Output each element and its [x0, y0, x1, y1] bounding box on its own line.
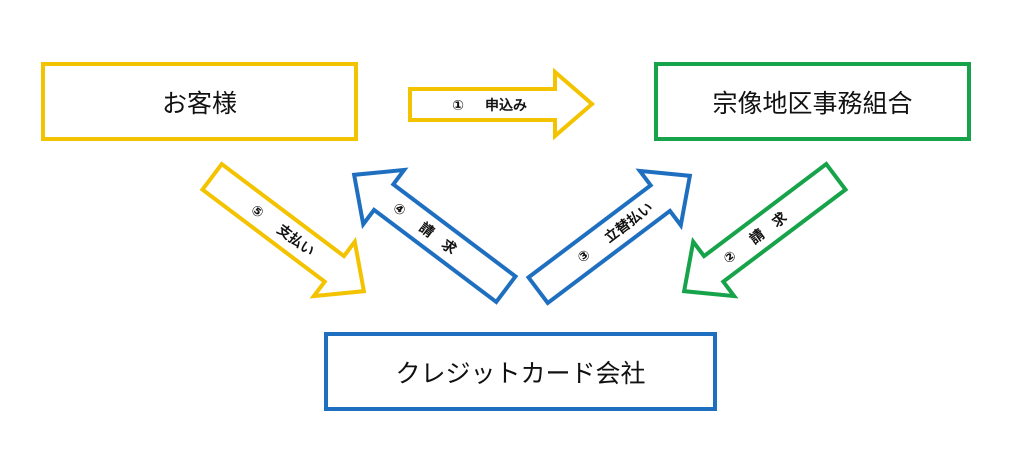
- customer-box: お客様: [41, 62, 358, 141]
- step-1-label: 申込み: [485, 97, 527, 114]
- customer-label: お客様: [161, 88, 237, 118]
- arrow-step-2: ② 請 求: [681, 161, 849, 299]
- union-box: 宗像地区事務組合: [654, 62, 971, 141]
- arrow-step-3: ③ 立替払い: [525, 168, 693, 306]
- arrow-step-1: ① 申込み: [408, 67, 596, 141]
- union-label: 宗像地区事務組合: [712, 88, 913, 118]
- card-company-label: クレジットカード会社: [395, 358, 646, 388]
- card-company-box: クレジットカード会社: [324, 332, 717, 411]
- step-1-number: ①: [452, 98, 464, 114]
- arrow-step-5: ⑤ 支払い: [199, 161, 367, 299]
